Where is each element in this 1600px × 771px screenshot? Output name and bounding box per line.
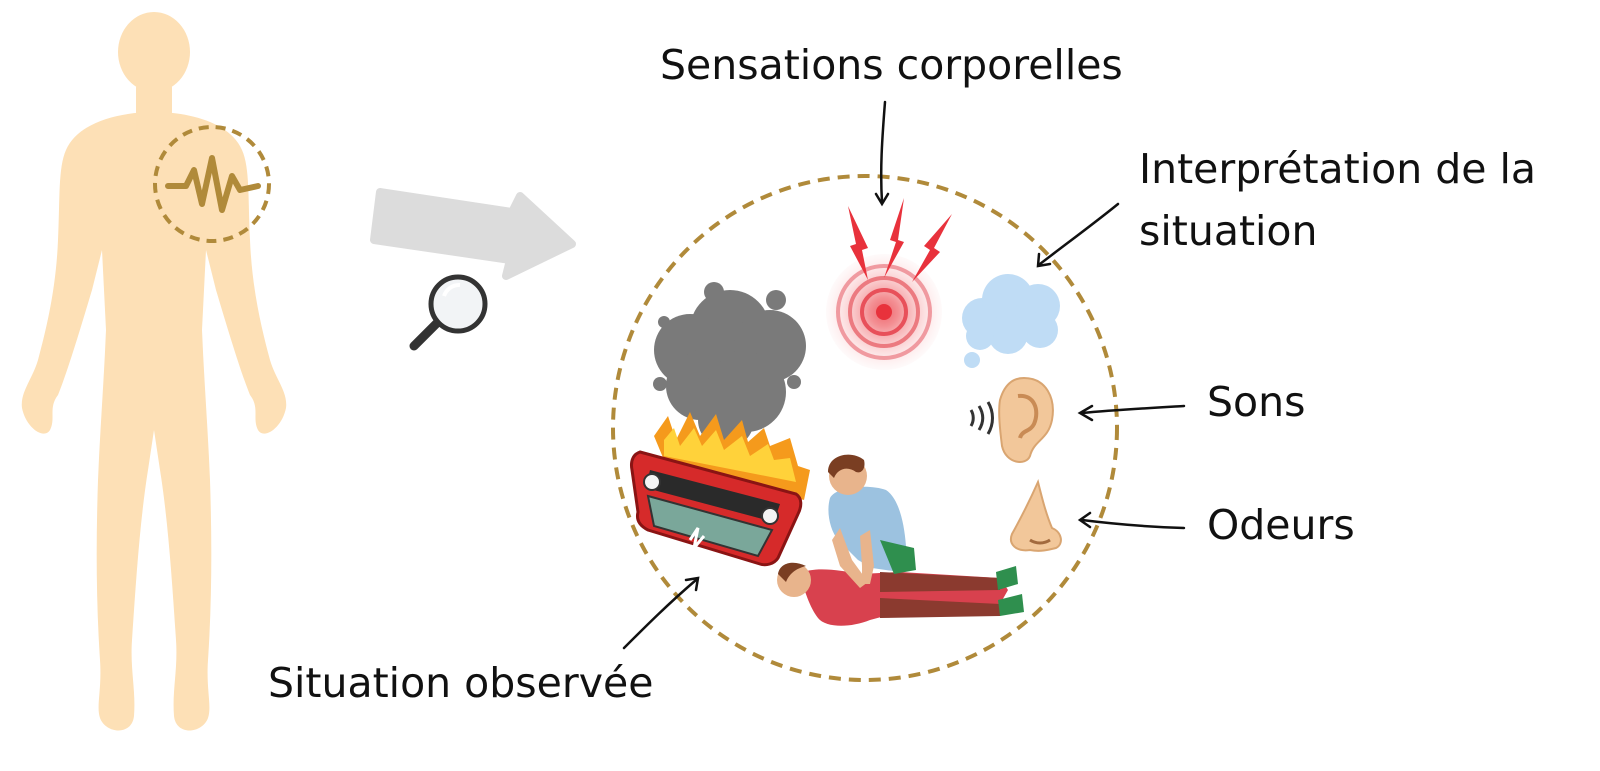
perception-circle <box>611 174 1119 682</box>
nose-icon <box>1010 478 1062 552</box>
pointer-sons <box>1080 404 1186 415</box>
pointer-odeurs-head <box>1077 511 1092 529</box>
label-interpretation: Interprétation de la situation <box>1139 145 1537 255</box>
ear-icon <box>969 376 1054 463</box>
pointer-sons-head <box>1077 404 1094 422</box>
label-sons: Sons <box>1207 378 1306 426</box>
pointer-interpretation <box>1038 202 1120 266</box>
pointer-interpretation-head <box>1036 252 1052 268</box>
smoke-cloud-icon <box>653 282 806 448</box>
pointer-sensations-head <box>874 192 890 207</box>
pain-burst-icon <box>826 198 952 370</box>
label-odeurs: Odeurs <box>1207 501 1355 549</box>
pointer-lines <box>622 100 1186 650</box>
heart-monitor-badge <box>153 125 271 243</box>
pointer-situation-head <box>684 576 700 592</box>
pointer-situation <box>622 578 698 650</box>
label-sensations: Sensations corporelles <box>660 41 1123 89</box>
heartbeat-icon <box>165 155 261 213</box>
cpr-scene-icon <box>777 454 1024 626</box>
pointer-sensations <box>879 100 887 204</box>
human-silhouette <box>21 12 287 731</box>
burning-car-icon <box>630 412 810 567</box>
flow-arrow <box>370 188 576 280</box>
thought-cloud-icon <box>962 274 1060 368</box>
magnifying-glass-icon <box>409 274 488 351</box>
pointer-odeurs <box>1080 518 1186 530</box>
label-situation: Situation observée <box>268 659 654 707</box>
